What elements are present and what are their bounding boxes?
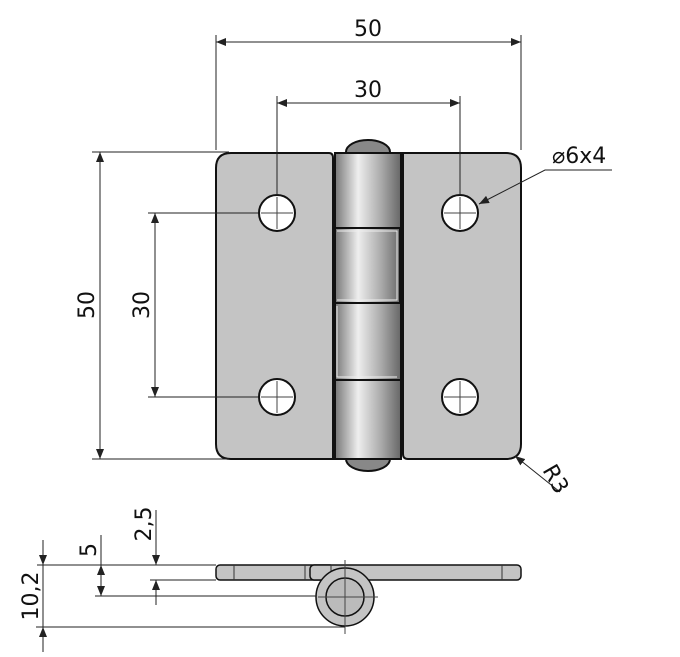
dim-hole-spacing-y: 30 (130, 291, 155, 319)
knuckle (334, 152, 402, 460)
dim-corner-radius: R3 (537, 461, 573, 499)
dim-plate-thickness: 2,5 (132, 507, 157, 542)
hinge-top-view (215, 139, 522, 472)
dim-overall-width: 50 (354, 17, 382, 42)
dim-pin-offset: 5 (77, 543, 102, 557)
dim-hole-spacing-x: 30 (354, 78, 382, 103)
left-leaf (215, 152, 334, 460)
hinge-side-view (215, 560, 522, 634)
side-dimension-lines (36, 510, 345, 652)
dimension-lines (92, 35, 612, 493)
dim-overall-height: 50 (75, 291, 100, 319)
dim-total-thickness: 10,2 (19, 572, 44, 621)
dim-hole-spec: ⌀6x4 (552, 144, 606, 169)
